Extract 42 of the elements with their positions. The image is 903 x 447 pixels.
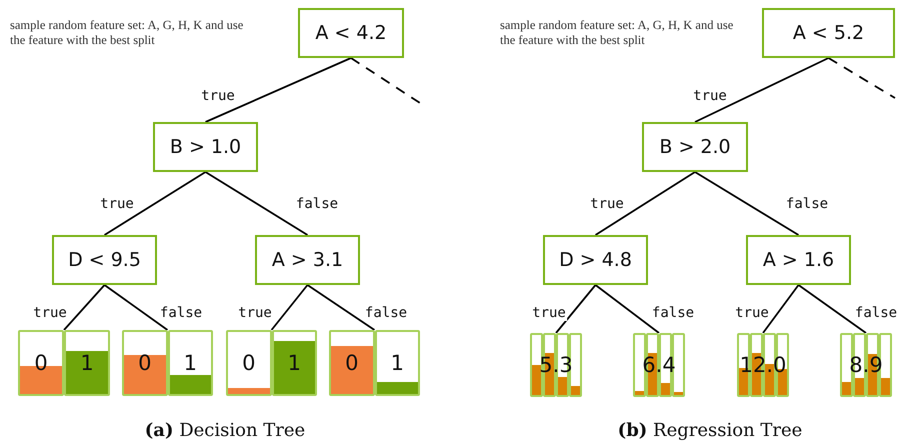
- branch-line: [594, 284, 660, 334]
- branch-line: [104, 284, 168, 331]
- split-node-box: D < 9.5: [52, 235, 157, 285]
- leaf-value: 1: [184, 351, 197, 375]
- split-node-box: A < 4.2: [298, 8, 404, 58]
- leaf-histogram: [122, 330, 213, 396]
- leaf-histogram: [226, 330, 317, 396]
- split-node-box: D > 4.8: [543, 235, 648, 285]
- branch-line: [104, 171, 206, 236]
- branch-line: [762, 284, 800, 334]
- branch-line: [205, 57, 352, 123]
- split-node-box: A < 5.2: [762, 8, 895, 58]
- subfigure-caption: (a) Decision Tree: [144, 420, 306, 441]
- leaf-histogram: [329, 330, 420, 396]
- leaf-value: 1: [80, 351, 94, 375]
- branch-line: [694, 171, 799, 236]
- split-node-box: B > 2.0: [642, 122, 748, 172]
- branch-line: [798, 284, 867, 334]
- split-node-box: A > 1.6: [746, 235, 851, 285]
- branch-line: [694, 57, 829, 123]
- leaf-histogram: [18, 330, 110, 396]
- split-node-box: B > 1.0: [153, 122, 258, 172]
- note-text: sample random feature set: A, G, H, K and use the feature with the best split: [10, 18, 244, 48]
- leaf-value: 0: [242, 351, 256, 375]
- dashed-branch-line: [828, 57, 896, 99]
- branch-line: [555, 284, 596, 334]
- branch-line: [595, 171, 696, 236]
- leaf-value: 1: [288, 351, 301, 375]
- branch-line: [307, 284, 375, 331]
- leaf-value: 0: [345, 351, 358, 375]
- leaf-value: 1: [390, 351, 404, 375]
- branch-line: [270, 284, 308, 331]
- leaf-value: 12.0: [740, 353, 786, 377]
- leaf-histogram: [737, 333, 789, 397]
- leaf-value: 0: [138, 351, 152, 375]
- split-node-box: A > 3.1: [255, 235, 360, 285]
- subfigure-caption: (b) Regression Tree: [618, 420, 802, 441]
- edge-label: true: [531, 305, 567, 321]
- branch-line: [205, 171, 308, 236]
- branch-line: [63, 284, 106, 331]
- note-text: sample random feature set: A, G, H, K and use the feature with the best split: [500, 18, 734, 48]
- dashed-branch-line: [350, 57, 420, 104]
